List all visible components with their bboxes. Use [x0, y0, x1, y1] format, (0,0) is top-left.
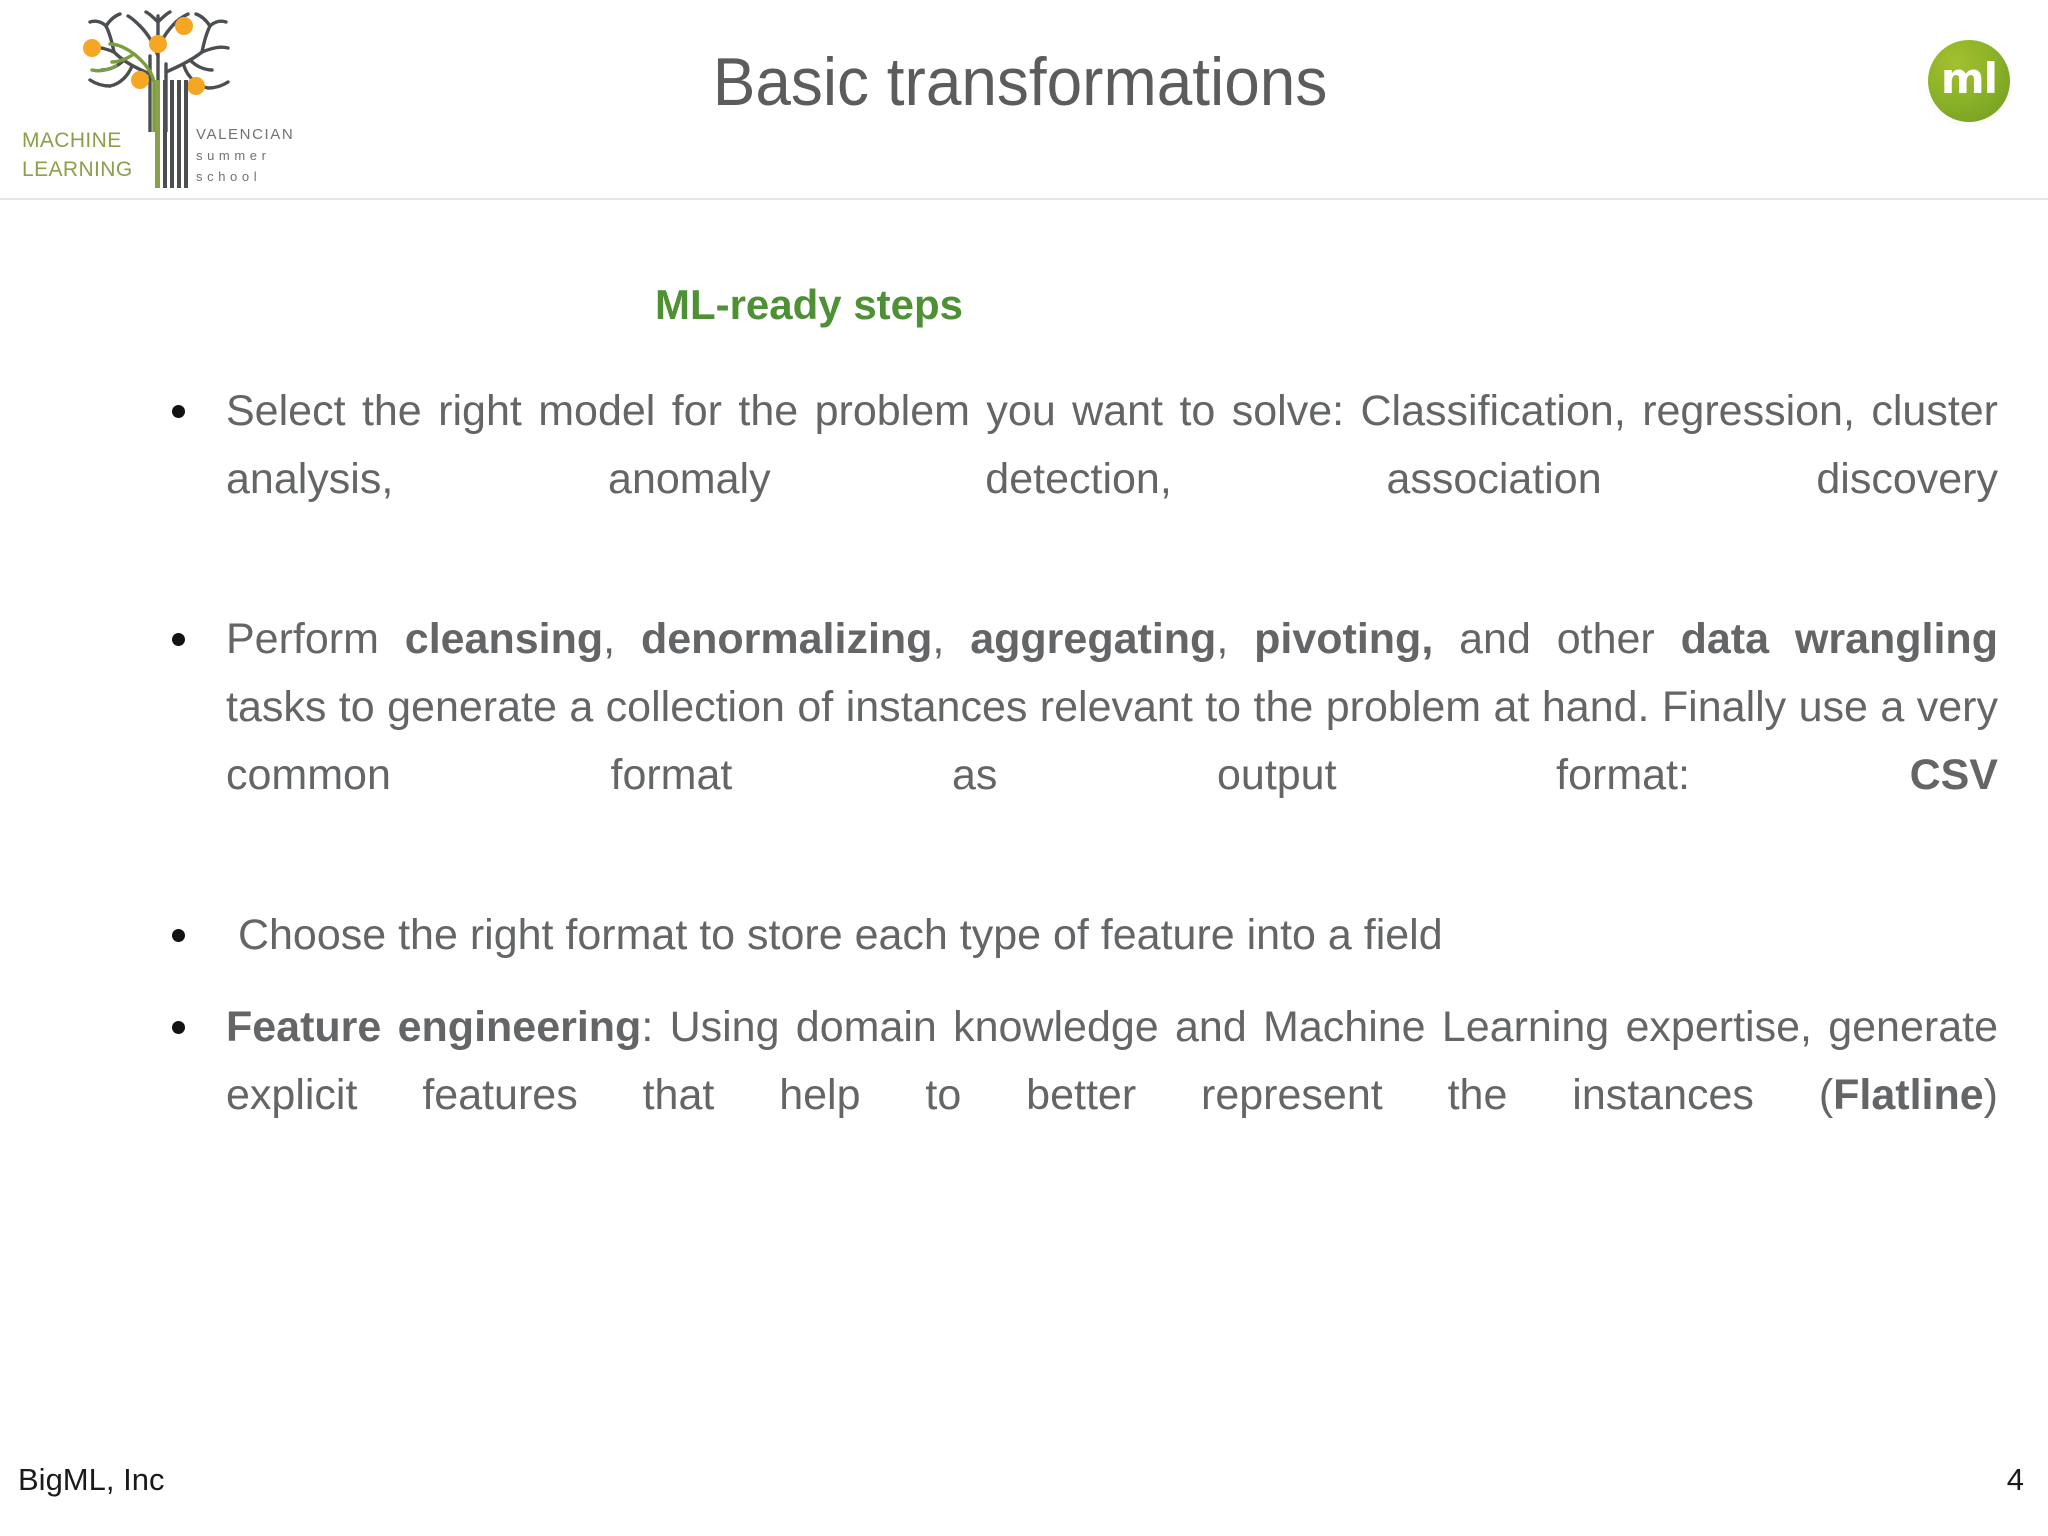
page-title: Basic transformations — [712, 44, 1328, 120]
slide-header: MACHINE LEARNING VALENCIAN summer school… — [0, 0, 2048, 200]
fruit-dots — [83, 17, 205, 95]
logo-word-summer: summer — [196, 148, 271, 163]
logo-word-learning: LEARNING — [22, 158, 133, 181]
machine-learning-valencian-summer-school-logo: MACHINE LEARNING VALENCIAN summer school — [14, 4, 294, 188]
logo-word-school: school — [196, 169, 262, 184]
bullet-list: Select the right model for the problem y… — [168, 377, 1998, 1197]
bullet-item-choose-format: Choose the right format to store each ty… — [168, 901, 1998, 969]
tree-icon — [83, 10, 230, 132]
footer-brand: BigML, Inc — [18, 1462, 165, 1497]
slide-body: ML-ready steps Select the right model fo… — [0, 199, 2048, 1439]
bullet-dot-icon — [172, 929, 185, 942]
bullet-dot-icon — [172, 633, 185, 646]
bullet-text: Select the right model for the problem y… — [226, 387, 1998, 503]
logo-wordmark-left: MACHINE LEARNING — [22, 126, 150, 184]
logo-trunk-bars-icon — [155, 80, 188, 188]
logo-word-valencian: VALENCIAN — [196, 126, 295, 143]
bullet-item-select-model: Select the right model for the problem y… — [168, 377, 1998, 581]
slide-footer: BigML, Inc 4 — [0, 1440, 2048, 1536]
bullet-item-feature-engineering: Feature engineering: Using domain knowle… — [168, 993, 1998, 1197]
bullet-text: Perform cleansing, denormalizing, aggreg… — [226, 615, 1998, 799]
bullet-text: Feature engineering: Using domain knowle… — [226, 1003, 1998, 1119]
section-heading: ML-ready steps — [654, 281, 964, 328]
bullet-dot-icon — [172, 1021, 185, 1034]
bullet-text: Choose the right format to store each ty… — [226, 911, 1443, 959]
page-number: 4 — [2006, 1462, 2024, 1497]
bigml-logo-text: ml — [1940, 54, 1998, 103]
bullet-dot-icon — [172, 405, 185, 418]
bullet-item-perform-cleansing: Perform cleansing, denormalizing, aggreg… — [168, 605, 1998, 877]
header-divider — [0, 198, 2048, 200]
bigml-logo: ml — [1928, 40, 2010, 122]
logo-word-machine: MACHINE — [22, 129, 122, 152]
logo-wordmark: MACHINE LEARNING VALENCIAN summer school — [14, 80, 294, 188]
logo-wordmark-right: VALENCIAN summer school — [196, 124, 306, 187]
